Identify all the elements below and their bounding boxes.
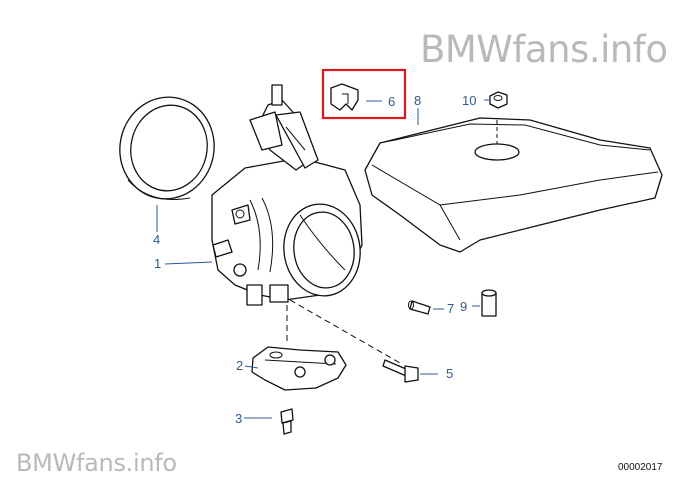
callout-9[interactable]: 9 [460,299,467,314]
nut[interactable] [489,91,508,109]
callout-6[interactable]: 6 [388,94,395,109]
watermark-top: BMWfans.info [420,28,668,71]
callout-2[interactable]: 2 [236,358,243,373]
screw[interactable] [280,408,294,435]
callout-1[interactable]: 1 [154,256,161,271]
throttle-body[interactable] [211,84,366,306]
bolt[interactable] [382,359,419,383]
callout-5[interactable]: 5 [446,366,453,381]
callout-3[interactable]: 3 [235,411,242,426]
leader-1 [164,261,213,265]
sleeve[interactable] [481,289,497,317]
gasket-ring[interactable] [110,88,223,207]
watermark-bottom: BMWfans.info [16,449,177,477]
callout-4[interactable]: 4 [153,232,160,247]
clip[interactable] [321,68,407,120]
callout-10[interactable]: 10 [462,93,476,108]
pin[interactable] [408,300,431,315]
diagram-code: 00002017 [618,462,663,473]
callout-8[interactable]: 8 [414,93,421,108]
sensor[interactable] [251,346,347,391]
leader-2 [244,365,259,369]
callout-7[interactable]: 7 [447,301,454,316]
intake-cover[interactable] [364,117,663,253]
highlight-box [321,68,407,120]
